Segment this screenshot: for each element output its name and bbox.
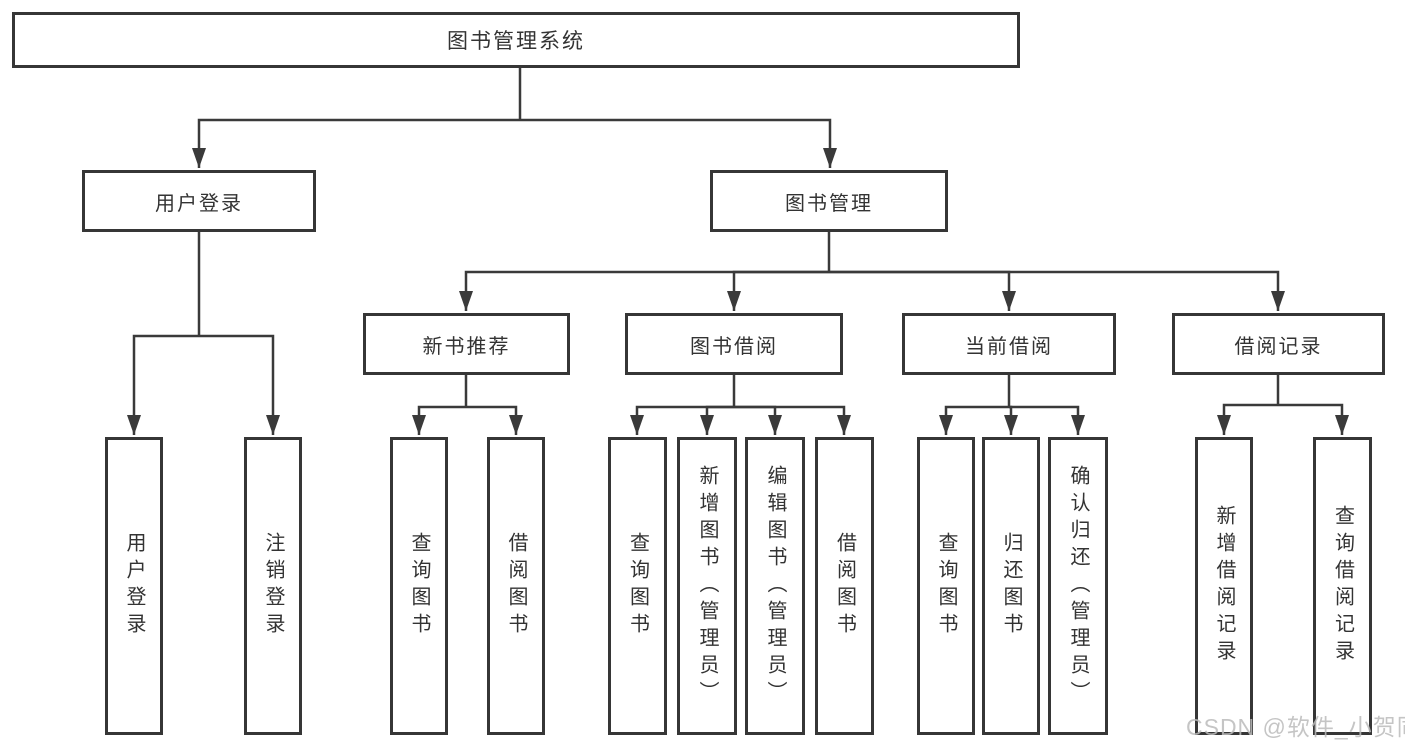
node-label: 当前借阅: [965, 335, 1053, 358]
node-label: 借阅图书: [505, 532, 527, 640]
node-query-books-borrowing: 查询图书: [608, 437, 667, 735]
node-new-book-recommendation: 新书推荐: [363, 313, 570, 375]
node-user-login: 用户登录: [82, 170, 316, 232]
node-label: 图书管理: [785, 192, 873, 215]
node-label: 编辑图书（管理员）: [764, 464, 786, 708]
node-label: 查询图书: [935, 532, 957, 640]
node-label: 新增图书（管理员）: [696, 464, 718, 708]
node-query-books-current: 查询图书: [917, 437, 975, 735]
node-edit-books-admin: 编辑图书（管理员）: [745, 437, 805, 735]
node-label: 图书管理系统: [447, 30, 585, 53]
node-return-books: 归还图书: [982, 437, 1040, 735]
node-borrow-books-borrowing: 借阅图书: [815, 437, 874, 735]
node-query-books-recommend: 查询图书: [390, 437, 448, 735]
node-confirm-return-admin: 确认归还（管理员）: [1048, 437, 1108, 735]
node-label: 新增借阅记录: [1213, 505, 1235, 667]
node-label: 用户登录: [155, 192, 243, 215]
node-add-books-admin: 新增图书（管理员）: [677, 437, 737, 735]
node-label: 用户登录: [123, 532, 145, 640]
node-label: 图书借阅: [690, 335, 778, 358]
csdn-watermark: CSDN @软件_小贺同学: [1186, 714, 1405, 740]
node-book-borrowing: 图书借阅: [625, 313, 843, 375]
node-label: 注销登录: [262, 532, 284, 640]
node-label: 借阅图书: [833, 532, 856, 640]
node-book-management: 图书管理: [710, 170, 948, 232]
node-label: 归还图书: [1000, 532, 1022, 640]
node-logout: 注销登录: [244, 437, 302, 735]
node-borrow-books-recommend: 借阅图书: [487, 437, 545, 735]
node-label: 确认归还（管理员）: [1067, 464, 1089, 708]
node-borrowing-records: 借阅记录: [1172, 313, 1385, 375]
node-label: 借阅记录: [1234, 335, 1323, 358]
node-label: 查询借阅记录: [1331, 505, 1354, 667]
node-label: 查询图书: [626, 532, 649, 640]
node-add-borrow-record: 新增借阅记录: [1195, 437, 1253, 735]
node-library-management-system: 图书管理系统: [12, 12, 1020, 68]
node-current-borrowing: 当前借阅: [902, 313, 1116, 375]
node-label: 新书推荐: [422, 335, 511, 358]
node-user-login-leaf: 用户登录: [105, 437, 163, 735]
node-label: 查询图书: [408, 532, 430, 640]
node-query-borrow-record: 查询借阅记录: [1313, 437, 1372, 735]
